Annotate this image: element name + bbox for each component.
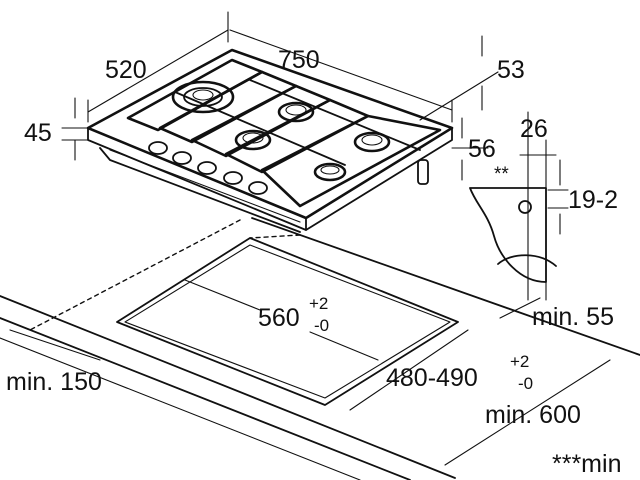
burner-rear-right-icon — [353, 131, 391, 153]
note-stars-clip: ** — [494, 164, 509, 185]
dim-cutout-width-plus: +2 — [309, 294, 328, 313]
hob — [86, 48, 454, 233]
dim-clip-range: 19-2 — [568, 186, 618, 214]
dim-width-750: 750 — [278, 46, 320, 74]
worktop — [0, 217, 640, 480]
dim-min-600: min. 600 — [485, 401, 581, 429]
dim-depth-520: 520 — [105, 56, 147, 84]
dim-height-45: 45 — [24, 119, 52, 147]
dim-side-56: 56 — [468, 135, 496, 163]
burner-rear-center-icon — [277, 101, 315, 123]
dim-cutout-depth-plus: +2 — [510, 352, 529, 371]
cutout-opening — [116, 237, 459, 406]
dim-min-55: min. 55 — [532, 303, 614, 331]
control-knobs — [148, 141, 268, 195]
burner-front-left-icon — [234, 129, 272, 151]
dim-top-53: 53 — [497, 56, 525, 84]
dim-cutout-width-minus: -0 — [314, 316, 329, 335]
dim-clip-26: 26 — [520, 115, 548, 143]
dim-min-150: min. 150 — [6, 368, 102, 396]
dimension-lines — [9, 11, 611, 466]
projection-lines — [29, 219, 301, 331]
dim-cutout-width: 560 — [258, 304, 300, 332]
dim-cutout-depth-minus: -0 — [518, 374, 533, 393]
note-stars-bottom: ***min — [552, 450, 621, 478]
burner-front-right-icon — [313, 162, 347, 182]
gas-connector-icon — [417, 159, 429, 185]
dim-cutout-depth: 480-490 — [386, 364, 478, 392]
burner-wok-icon — [171, 80, 235, 114]
dimension-labels: 750 520 45 53 56 26 ** 19-2 min. 55 560 … — [6, 46, 621, 478]
clamp-detail — [469, 111, 569, 301]
